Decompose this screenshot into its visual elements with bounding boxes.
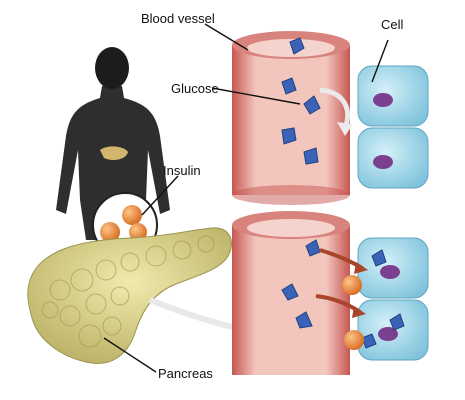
cells-top <box>357 65 429 189</box>
label-insulin: Insulin <box>163 163 201 178</box>
leader-lines <box>103 23 389 373</box>
label-glucose: Glucose <box>171 81 219 96</box>
label-blood-vessel: Blood vessel <box>141 11 215 26</box>
insulin-bound <box>342 275 364 350</box>
cells-bottom <box>357 237 429 361</box>
glucose-top <box>281 37 321 165</box>
pancreas-in-body-icon <box>100 146 128 160</box>
pancreas-organ-icon <box>27 227 232 364</box>
glucose-entry-arrows <box>315 248 368 318</box>
glucose-bottom <box>281 239 405 349</box>
label-pancreas: Pancreas <box>158 366 213 381</box>
label-cell: Cell <box>381 17 404 32</box>
blood-vessel-top <box>232 31 350 205</box>
